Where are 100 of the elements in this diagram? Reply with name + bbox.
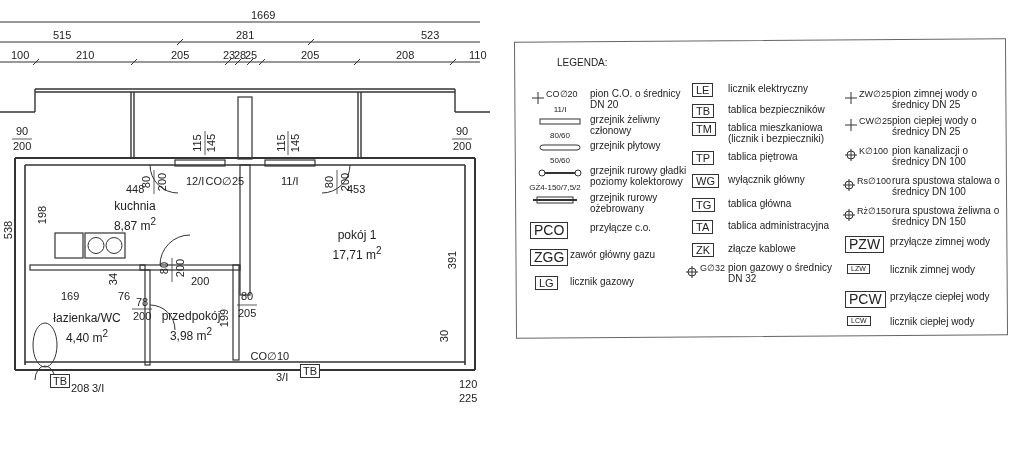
- dimension-label: 115: [274, 134, 287, 152]
- room-area: 4,40 m$^{2}$: [65, 327, 109, 345]
- legend-text: rura spustowa żeliwna o średnicy DN 150: [892, 205, 1001, 227]
- dimension-label: 281: [236, 29, 255, 42]
- room-name: kuchnia: [114, 200, 156, 214]
- symbol-code: TM: [692, 122, 716, 137]
- dimension-label: 200: [13, 140, 32, 153]
- symbol-label: G∅32: [700, 264, 725, 274]
- legend-text: złącze kablowe: [728, 243, 797, 254]
- dimension-label: 210: [76, 49, 95, 62]
- symbol-code: TB: [692, 104, 715, 119]
- dimension-label: 3/I: [92, 382, 105, 395]
- symbol-label: CW∅25: [859, 117, 892, 126]
- dimension-label: 80: [323, 175, 336, 189]
- symbol-code: ZK: [692, 243, 715, 258]
- dimension-label: 100: [11, 49, 30, 62]
- legend-text: grzejnik rurowy gładki poziomy kolektorowy: [590, 165, 688, 187]
- dimension-label: 200: [156, 172, 169, 192]
- symbol-label: CO∅20: [546, 90, 578, 100]
- dimension-label: 120: [459, 378, 478, 391]
- legend-text: grzejnik żeliwny członowy: [590, 114, 662, 136]
- legend-text: tablica mieszkaniowa (licznik i bezpieczniki): [728, 122, 826, 144]
- dimension-label: 205: [301, 49, 320, 62]
- dimension-label: 200: [191, 275, 210, 288]
- symbol-label: Rs∅100: [857, 177, 891, 187]
- dimension-label: 200: [133, 310, 152, 323]
- room-name: łazienka/WC: [53, 312, 121, 326]
- dimension-label: 80: [241, 290, 254, 303]
- dimension-label: 205: [238, 307, 257, 320]
- legend-text: pion kanalizacji o średnicy DN 100: [892, 145, 970, 167]
- dimension-label: 145: [205, 133, 218, 153]
- legend-heading: LEGENDA:: [557, 57, 608, 68]
- dimension-label: 78: [136, 296, 149, 309]
- dimension-label: 1669: [251, 9, 276, 22]
- dimension-label: 538: [2, 220, 15, 240]
- dimension-label: 90: [16, 125, 29, 138]
- symbol-code: TA: [692, 220, 714, 235]
- legend-text: grzejnik płytowy: [590, 140, 662, 151]
- legend-text: wyłącznik główny: [728, 174, 806, 185]
- dimension-label: CO∅25: [205, 175, 245, 188]
- dimension-label: 34: [107, 272, 120, 286]
- legend-text: licznik zimnej wody: [890, 264, 977, 275]
- symbol-code: WG: [692, 174, 719, 189]
- symbol-code: PZW: [845, 236, 885, 254]
- legend-text: przyłącze c.o.: [590, 222, 653, 233]
- symbol-code: TP: [692, 151, 715, 166]
- dimension-label: 76: [118, 290, 131, 303]
- dimension-label: 225: [459, 392, 478, 405]
- symbol-label: GŻ4-150/7,5/2: [528, 184, 582, 193]
- dimension-label: 80: [158, 261, 171, 275]
- room-area: 17,71 m$^{2}$: [332, 244, 382, 262]
- symbol-code: LG: [535, 276, 558, 291]
- symbol-label: Rż∅150: [857, 207, 891, 217]
- legend-text: tablica bezpieczników: [728, 104, 826, 115]
- dimension-label: 198: [36, 205, 49, 225]
- legend-text: zawór główny gazu: [570, 249, 657, 260]
- legend-text: pion zimnej wody o średnicy DN 25: [892, 88, 979, 110]
- dimension-label: 11/I: [281, 175, 299, 188]
- dimension-label: 515: [53, 29, 72, 42]
- legend-text: grzejnik rurowy ożebrowany: [590, 192, 659, 214]
- symbol-label: 80/60: [549, 132, 571, 141]
- symbol-label: 50/60: [549, 157, 571, 166]
- dimension-label: 12/I: [186, 175, 205, 188]
- legend-text: licznik elektryczny: [728, 83, 810, 94]
- symbol-code: ZGG: [530, 249, 569, 267]
- room-name: pokój 1: [337, 229, 377, 243]
- symbol-code: PCO: [530, 222, 569, 240]
- symbol-label: 11/I: [552, 106, 568, 115]
- dimension-label: 453: [347, 183, 366, 196]
- dimension-label: CO∅10: [250, 350, 290, 363]
- symbol-code: TG: [692, 198, 716, 213]
- dimension-label: 115: [190, 134, 203, 152]
- dimension-label: 205: [171, 49, 190, 62]
- dimension-label: 169: [61, 290, 80, 303]
- symbol-code: TB: [50, 374, 71, 389]
- legend-text: tablica główna: [728, 198, 793, 209]
- symbol-code: PCW: [845, 291, 886, 309]
- dimension-label: 208: [396, 49, 415, 62]
- dimension-label: 145: [289, 133, 302, 153]
- dimension-label: 523: [421, 29, 440, 42]
- legend-text: pion ciepłej wody o średnicy DN 25: [892, 115, 978, 137]
- legend-text: przyłącze zimnej wody: [890, 236, 992, 247]
- dimension-label: 25: [245, 49, 258, 62]
- dimension-label: 30: [438, 329, 451, 343]
- legend-text: pion C.O. o średnicy DN 20: [590, 88, 682, 110]
- dimension-label: 23: [223, 49, 236, 62]
- legend-text: licznik ciepłej wody: [890, 316, 976, 327]
- legend-text: przyłącze ciepłej wody: [890, 291, 991, 302]
- dimension-label: 208: [71, 382, 90, 395]
- legend-text: licznik gazowy: [570, 276, 635, 287]
- legend-text: tablica piętrowa: [728, 151, 799, 162]
- symbol-code: LE: [692, 83, 714, 98]
- dimension-label: 28: [234, 49, 247, 62]
- room-name: przedpokój: [161, 310, 221, 324]
- dimension-label: 200: [174, 258, 187, 278]
- dimension-label: 90: [456, 125, 469, 138]
- symbol-code: TB: [300, 364, 321, 379]
- room-area: 3,98 m$^{2}$: [169, 325, 213, 343]
- legend-text: tablica administracyjna: [728, 220, 831, 231]
- symbol-label: K∅100: [859, 147, 889, 157]
